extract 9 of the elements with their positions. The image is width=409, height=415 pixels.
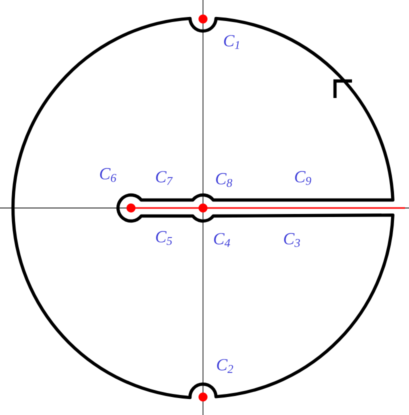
curve-label: C$_{6}$ xyxy=(100,168,116,182)
curve-label: C$_{7}$ xyxy=(156,171,173,185)
curve-label: C$_{4}$ xyxy=(214,233,230,247)
curve-label: C$_{3}$ xyxy=(284,233,300,247)
curve-label: C$_{8}$ xyxy=(216,173,232,187)
curve-label: C$_{5}$ xyxy=(156,231,172,245)
curve-label: C$_{1}$ xyxy=(224,35,240,49)
curve-label: C$_{9}$ xyxy=(295,171,312,185)
curve-label: C$_{2}$ xyxy=(217,359,234,373)
